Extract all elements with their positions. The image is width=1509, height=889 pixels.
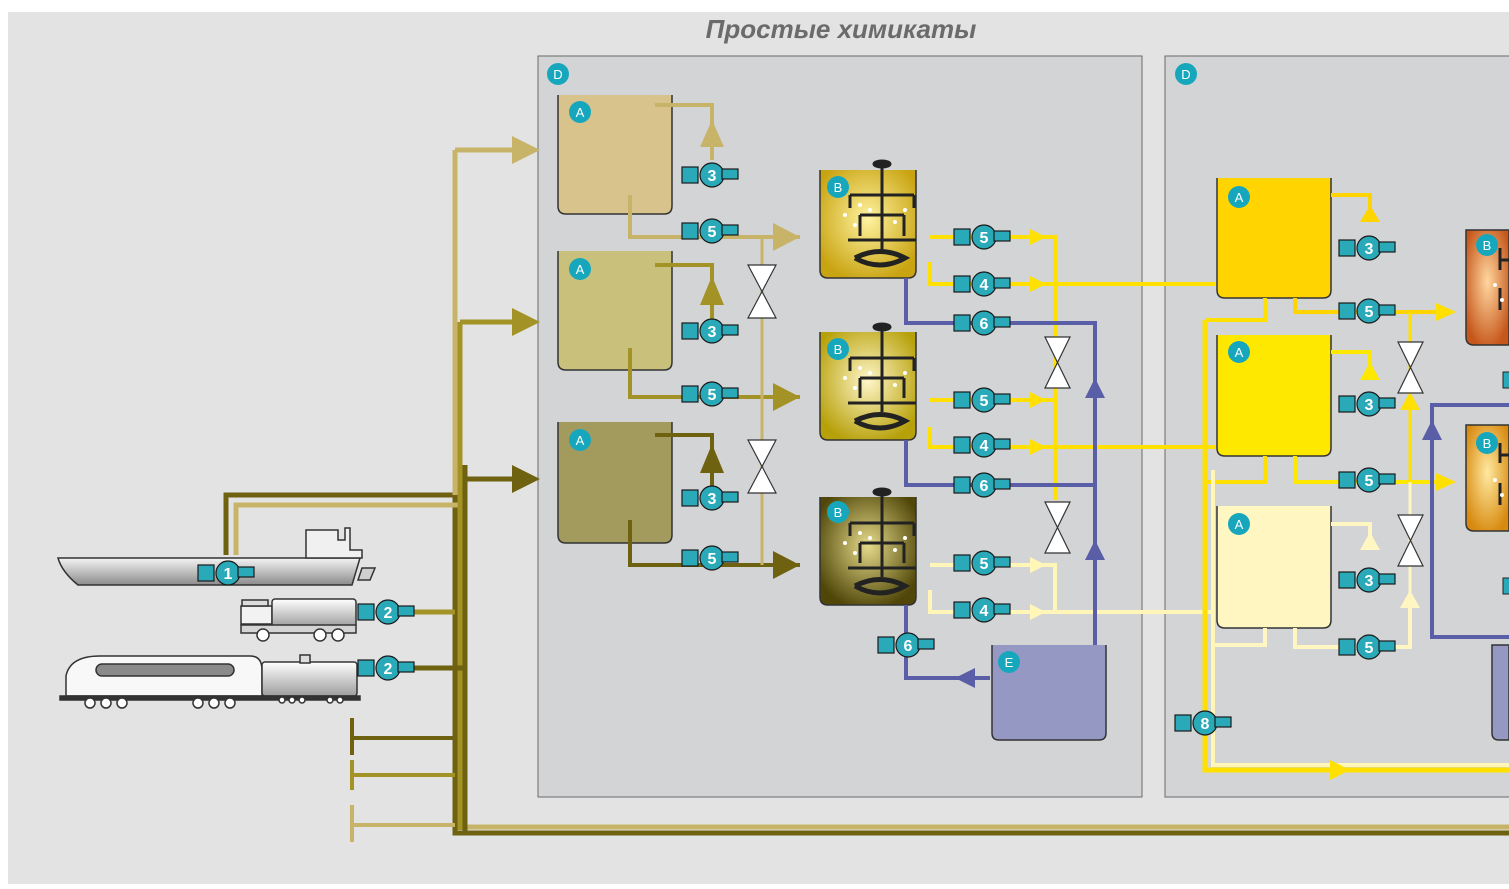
pump-label: 2 (384, 605, 393, 622)
pump-label: 5 (980, 393, 989, 410)
storage-tanks-right (1216, 178, 1332, 629)
bubbles-right (1493, 283, 1504, 497)
inlet-arrows (512, 136, 540, 493)
pump-label: 3 (1365, 241, 1374, 258)
pump-label: 5 (708, 551, 717, 568)
pump-label: 4 (980, 277, 989, 294)
blue-arrows (955, 378, 1105, 688)
pump-icon (1338, 298, 1396, 324)
marker-b: B (1483, 238, 1492, 253)
marker-e: E (1005, 655, 1014, 670)
marker-a: A (1235, 190, 1244, 205)
marker-a: A (1235, 345, 1244, 360)
pump-label: 3 (1365, 397, 1374, 414)
page-title: Простые химикаты (705, 14, 977, 44)
train (59, 654, 361, 709)
pump-icon (681, 218, 739, 244)
distribution-pipes (223, 147, 1509, 836)
branch-stubs (350, 718, 455, 842)
pump-icon (953, 550, 1011, 576)
pump-label: 6 (980, 316, 989, 333)
blue-lines-right (1430, 403, 1509, 639)
valves-mid (1044, 336, 1071, 554)
pump-icons (197, 162, 1396, 736)
pump-label: 3 (708, 324, 717, 341)
marker-a: A (576, 105, 585, 120)
pump-label: 4 (980, 438, 989, 455)
marker-badges (547, 63, 1498, 673)
marker-d: D (553, 67, 562, 82)
pump-label: 4 (980, 603, 989, 620)
marker-labels: D D A A A B B B E A A A B B (553, 67, 1491, 670)
pump-icon (681, 162, 739, 188)
product-lines-left (928, 235, 1215, 614)
pump-label: 6 (904, 638, 913, 655)
pump-label: 3 (1365, 573, 1374, 590)
pump-label: 5 (708, 387, 717, 404)
agitators-right (1498, 248, 1509, 505)
bubbles (843, 203, 907, 555)
pump-icon (681, 485, 739, 511)
pump-labels: 1 2 2 3 3 3 5 5 5 5 4 6 5 4 6 5 4 6 3 5 … (224, 168, 1374, 733)
pump-icon (1174, 710, 1232, 736)
pump-icon (953, 597, 1011, 623)
pump-label: 5 (1365, 473, 1374, 490)
pump-icon (1338, 467, 1396, 493)
pump-label: 5 (1365, 304, 1374, 321)
pump-icon (681, 545, 739, 571)
pump-label: 5 (980, 230, 989, 247)
pump-label: 5 (980, 556, 989, 573)
product-arrows-left (1030, 229, 1046, 620)
pump-label: 1 (224, 566, 233, 583)
blue-arrow-right (1422, 420, 1442, 440)
marker-a: A (576, 262, 585, 277)
truck (240, 598, 357, 642)
pump-icon (1338, 634, 1396, 660)
tank-e (991, 645, 1107, 741)
pump-icon (357, 599, 415, 625)
pump-icon (953, 310, 1011, 336)
pump-label: 3 (708, 491, 717, 508)
agitators-left (848, 159, 916, 596)
pump-icon (1338, 235, 1396, 261)
recirc-arrows-left (700, 120, 800, 579)
pump-label: 3 (708, 168, 717, 185)
reactors-right (1465, 229, 1509, 741)
pump-label: 2 (384, 661, 393, 678)
valves-right (1397, 341, 1424, 567)
marker-a: A (576, 433, 585, 448)
pump-label: 5 (708, 224, 717, 241)
pump-icon (953, 432, 1011, 458)
reactors-left (819, 170, 917, 606)
marker-b: B (834, 180, 843, 195)
pump-icon (197, 560, 255, 586)
pump-icon (953, 224, 1011, 250)
pump-icon (877, 632, 935, 658)
storage-tanks-left (557, 95, 673, 544)
pump-icon (357, 655, 415, 681)
marker-b: B (834, 342, 843, 357)
pump-icon (1338, 391, 1396, 417)
pump-icon (1338, 567, 1396, 593)
pump-icon (953, 271, 1011, 297)
pump-label: 5 (1365, 640, 1374, 657)
marker-b: B (1483, 436, 1492, 451)
valves-left (747, 264, 777, 494)
edge-pump-stubs (1502, 371, 1509, 595)
pump-label: 6 (980, 478, 989, 495)
pump-icon (953, 472, 1011, 498)
marker-d: D (1181, 67, 1190, 82)
lines-right (1202, 193, 1509, 773)
arrows-right (1330, 205, 1456, 780)
pump-icon (681, 381, 739, 407)
pump-icon (953, 387, 1011, 413)
marker-b: B (834, 505, 843, 520)
marker-a: A (1235, 517, 1244, 532)
pump-icon (681, 318, 739, 344)
pump-label: 8 (1201, 716, 1210, 733)
